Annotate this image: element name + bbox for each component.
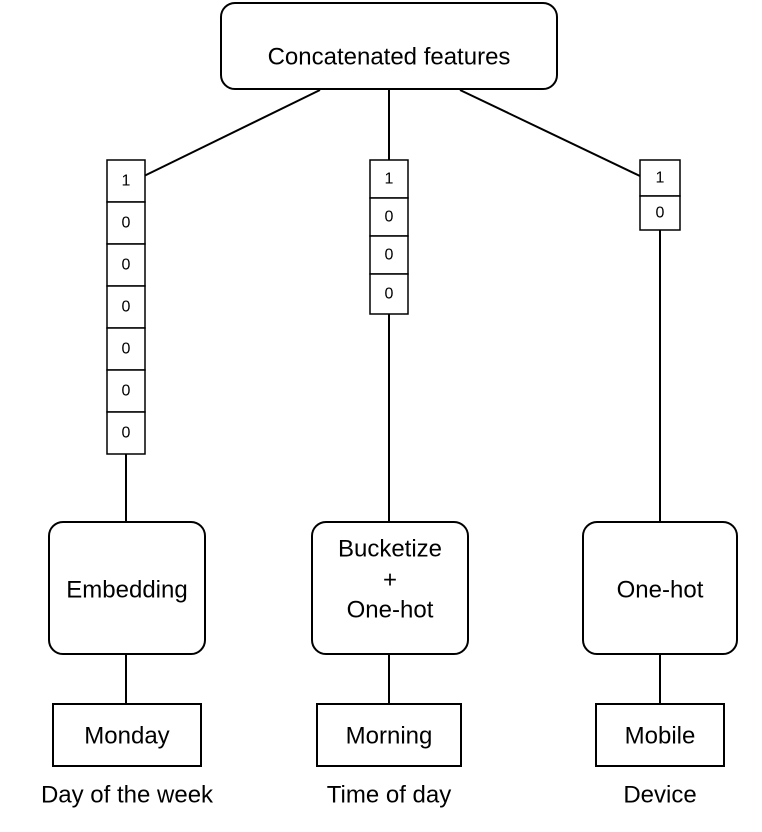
vector-cell [106,411,146,455]
concatenated-features-label: Concatenated features [268,44,511,71]
vector-cell-value: 0 [385,247,394,264]
vector-cell-value: 0 [122,299,131,316]
one-hot-vector-day-of-week: 1 0 0 0 0 0 0 [106,159,146,455]
vector-cell-value: 0 [122,425,131,442]
input-value-node-device: Mobile [595,703,725,767]
vector-cell-value: 0 [122,341,131,358]
caption-time-of-day: Time of day [327,782,452,809]
edge-top-to-vector-1 [143,89,321,177]
vector-cell-value: 0 [122,215,131,232]
vector-cell-value: 0 [122,383,131,400]
vector-cell [106,201,146,245]
vector-cell-value: 1 [122,173,131,190]
vector-cell [369,235,409,275]
vector-cell [639,195,681,231]
transform-label: One-hot [617,577,704,604]
vector-cell [106,285,146,329]
transform-label: Embedding [66,577,187,604]
input-value-node-day: Monday [52,703,202,767]
transform-node-one-hot: One-hot [582,521,738,655]
transform-label-line-2: + [383,567,397,594]
concatenated-features-node: Concatenated features [220,2,558,90]
vector-cell [369,197,409,237]
vector-cell-value: 1 [656,170,665,187]
transform-node-bucketize-one-hot: Bucketize + One-hot [311,521,469,655]
vector-cell-value: 0 [656,205,665,222]
one-hot-vector-device: 1 0 [639,159,681,231]
vector-cell-value: 0 [122,257,131,274]
vector-cell-value: 0 [385,209,394,226]
transform-node-embedding: Embedding [48,521,206,655]
caption-device: Device [623,782,696,809]
one-hot-vector-time-of-day: 1 0 0 0 [369,159,409,315]
vector-cell [106,159,146,203]
caption-day-of-the-week: Day of the week [41,782,214,809]
vector-cell [369,273,409,315]
transform-label-line-1: Bucketize [338,536,442,563]
input-value-label: Mobile [625,723,696,750]
vector-cell [639,159,681,197]
vector-cell-value: 1 [385,171,394,188]
edge-top-to-vector-3 [459,89,641,177]
input-value-node-time: Morning [316,703,462,767]
input-value-label: Monday [84,723,169,750]
input-value-label: Morning [346,723,433,750]
transform-label-line-3: One-hot [347,597,434,624]
vector-cell [106,327,146,371]
vector-cell-value: 0 [385,286,394,303]
vector-cell [106,369,146,413]
